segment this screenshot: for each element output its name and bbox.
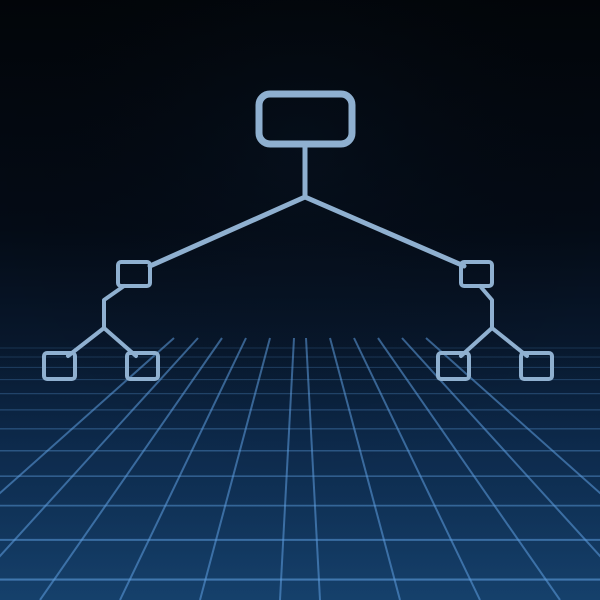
floor-fade bbox=[0, 340, 600, 600]
grid-vertical-line bbox=[401, 337, 600, 558]
right-leaf-a-node-box bbox=[436, 351, 471, 381]
perspective-grid-floor bbox=[0, 337, 600, 600]
grid-vertical-line bbox=[353, 337, 481, 600]
grid-vertical-line bbox=[119, 337, 247, 600]
right-leaf-b-node-box bbox=[519, 351, 554, 381]
right-child-node-box bbox=[459, 260, 494, 288]
grid-vertical-line bbox=[279, 337, 295, 600]
left-leaf-a-connector bbox=[66, 326, 106, 358]
grid-vertical-line bbox=[377, 337, 561, 600]
left-leaf-b-node-box bbox=[125, 351, 160, 381]
right-leaf-b-connector bbox=[490, 326, 529, 358]
left-leaf-a-node-box bbox=[42, 351, 77, 381]
left-child-stem-connector bbox=[102, 284, 126, 330]
hierarchy-tree-icon bbox=[42, 90, 554, 381]
grid-vertical-line bbox=[305, 337, 321, 600]
right-child-stem-connector bbox=[478, 284, 494, 330]
grid-vertical-line bbox=[199, 337, 271, 600]
left-branch-connector bbox=[147, 194, 308, 269]
grid-vertical-line bbox=[0, 337, 175, 495]
grid-vertical-line bbox=[329, 337, 401, 600]
grid-vertical-line bbox=[0, 337, 199, 558]
left-child-node-box bbox=[116, 260, 152, 288]
grid-vertical-line bbox=[39, 337, 223, 600]
right-branch-connector bbox=[302, 194, 467, 269]
grid-vertical-line bbox=[425, 337, 600, 495]
